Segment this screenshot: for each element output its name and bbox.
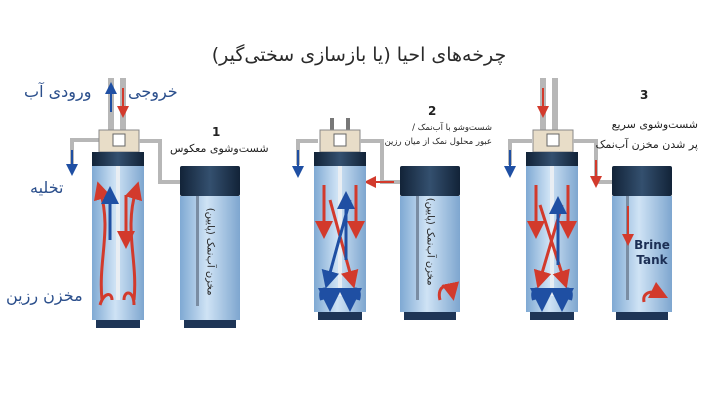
diagram-title: چرخه‌های احیا (یا بازسازی سختی‌گیر) (211, 44, 507, 66)
stage-2-brine-tank-label: مخزن آب‌نمک (پایین) (424, 197, 436, 286)
resin-tank-label: مخزن رزین (6, 286, 83, 305)
inlet-label: ورودی آب (24, 82, 92, 101)
stage-3-caption-line1: شست‌وشوی سریع (611, 118, 698, 131)
outlet-pipe (552, 78, 558, 138)
stage-2-caption-line2: عبور محلول نمک از میان رزین (384, 137, 492, 147)
brine-tank-lid (612, 166, 672, 196)
riser-tube (550, 166, 554, 296)
stage-3-brine-tank-label: Brine Tank (634, 238, 670, 267)
stage-1-brine-tank-label: مخزن آب‌نمک (پایین) (204, 207, 216, 296)
stage-2-caption-line1: شست‌وشو با آب‌نمک / (412, 123, 492, 133)
drain-label: تخلیه (30, 178, 64, 197)
stage-3 (504, 78, 672, 320)
stage-1 (66, 78, 240, 328)
riser-tube (116, 166, 120, 300)
brine-line (139, 139, 180, 184)
resin-tank-cap (314, 152, 366, 166)
resin-tank-cap (92, 152, 144, 166)
brine-tank-lid (400, 166, 460, 196)
stage-1-caption: شست‌وشوی معکوس (170, 142, 269, 155)
brine-tank (180, 196, 240, 320)
stage-3-number: 3 (640, 88, 649, 102)
stage-2-number: 2 (428, 104, 437, 118)
resin-tank-cap (526, 152, 578, 166)
stage-3-caption-line2: پر شدن مخزن آب‌نمک (595, 138, 698, 151)
stage-1-number: 1 (212, 125, 221, 139)
outlet-label: خروجی (128, 82, 178, 101)
stage-2 (292, 118, 460, 320)
brine-tank-lid (180, 166, 240, 196)
